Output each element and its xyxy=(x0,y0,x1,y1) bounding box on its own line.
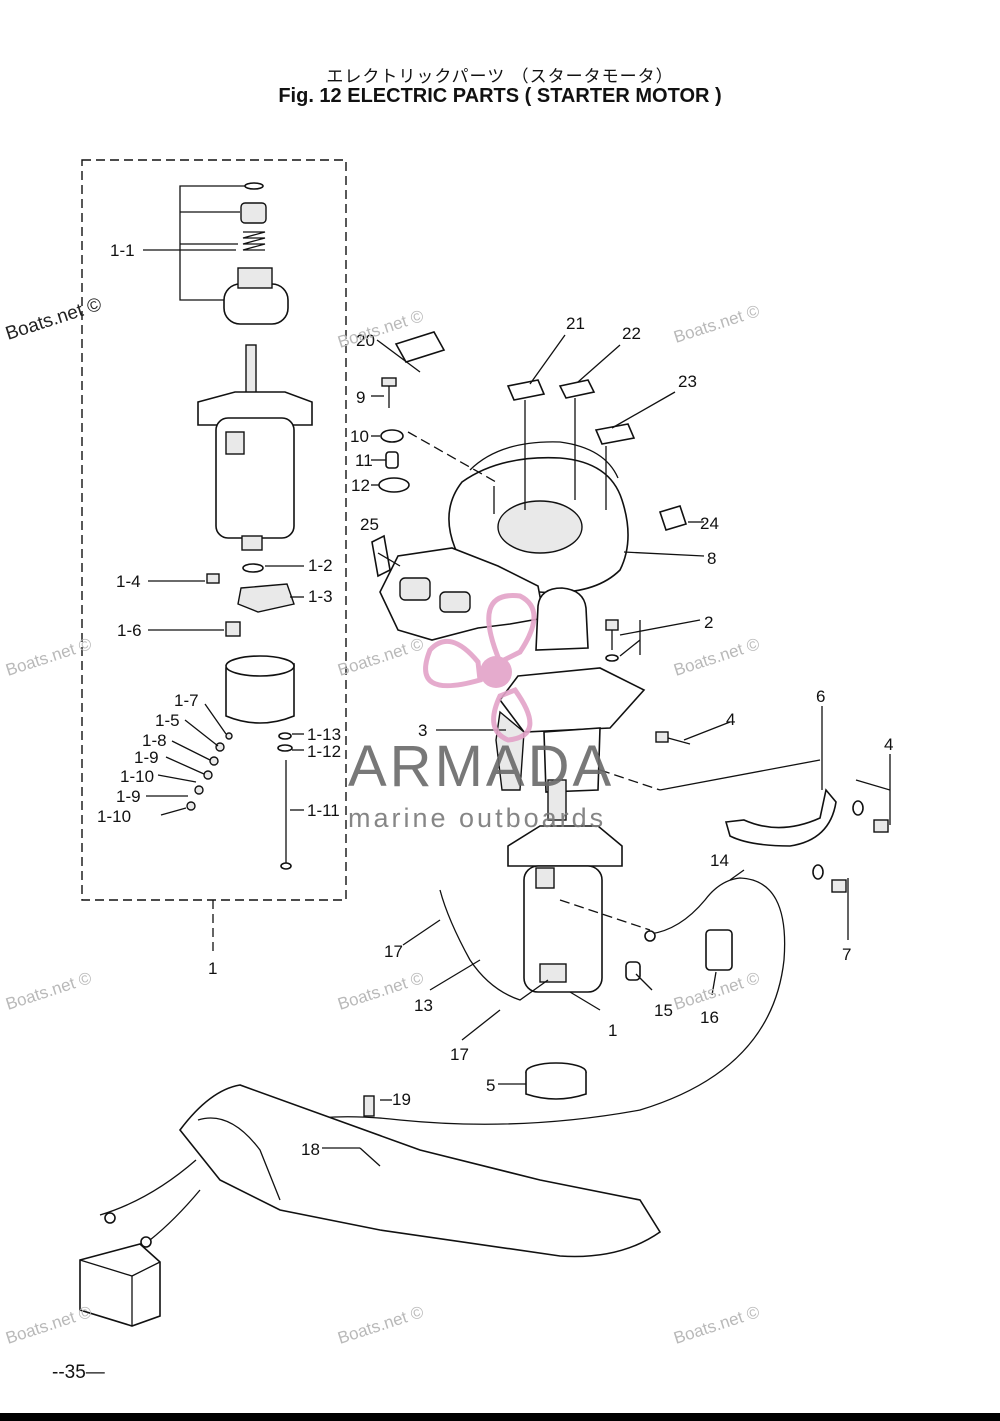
callout: 1-4 xyxy=(116,572,141,591)
callout: 4 xyxy=(884,735,893,754)
callout: 17 xyxy=(450,1045,469,1064)
callout: 1-8 xyxy=(142,731,167,750)
callout: 19 xyxy=(392,1090,411,1109)
watermark-text: Boats.net © xyxy=(335,968,426,1014)
sub-leader-lines xyxy=(143,249,304,816)
main-leader-lines xyxy=(322,334,891,1167)
callout: 24 xyxy=(700,514,719,533)
callout: 23 xyxy=(678,372,697,391)
callout: 12 xyxy=(351,476,370,495)
callout: 18 xyxy=(301,1140,320,1159)
lower-cowl xyxy=(99,1084,662,1258)
watermark-text: Boats.net © xyxy=(3,294,104,345)
callout: 11 xyxy=(355,451,373,470)
callout: 1-3 xyxy=(308,587,333,606)
watermark-text: Boats.net © xyxy=(335,1302,426,1348)
callout: 22 xyxy=(622,324,641,343)
callout: 1-7 xyxy=(174,691,199,710)
decals xyxy=(371,331,688,578)
cover-bracket xyxy=(379,547,545,641)
callout: 1-2 xyxy=(308,556,333,575)
battery xyxy=(79,1243,161,1327)
callout: 14 xyxy=(710,851,729,870)
watermark-text: Boats.net © xyxy=(3,968,94,1014)
callout: 1-5 xyxy=(155,711,180,730)
watermark-text: Boats.net © xyxy=(671,634,762,680)
callout: 2 xyxy=(704,613,713,632)
callout: 21 xyxy=(566,314,585,333)
logo-hub xyxy=(480,656,512,688)
main-callouts: 1 1 2 3 4 4 5 6 7 8 9 10 11 12 13 14 15 … xyxy=(208,314,893,1159)
callout: 17 xyxy=(384,942,403,961)
callout: 5 xyxy=(486,1076,495,1095)
callout: 9 xyxy=(356,388,365,407)
figure-title-japanese: エレクトリックパーツ （スタータモータ） xyxy=(326,67,674,87)
callout: 1-6 xyxy=(117,621,142,640)
callout: 1-10 xyxy=(97,807,131,826)
callout: 1 xyxy=(608,1021,617,1040)
callout: 15 xyxy=(654,1001,673,1020)
brand-name: ARMADA xyxy=(348,734,614,799)
sub-callouts: 1-1 1-2 1-3 1-4 1-5 1-6 1-7 1-8 1-9 1-10… xyxy=(97,241,341,826)
callout: 1-1 xyxy=(110,241,135,260)
wiring xyxy=(229,877,786,1141)
brand-tagline: marine outboards xyxy=(348,803,606,833)
callout: 1-13 xyxy=(307,725,341,744)
starter-band xyxy=(724,788,837,847)
callout: 1-12 xyxy=(307,742,341,761)
callout: 4 xyxy=(726,710,735,729)
starter-motor xyxy=(507,779,623,993)
callout: 1 xyxy=(208,959,217,978)
callout: 1-11 xyxy=(307,801,340,820)
callout: 3 xyxy=(418,721,427,740)
logo-blade xyxy=(423,639,483,689)
page-number: --35— xyxy=(52,1362,105,1383)
starter-bracket xyxy=(495,587,646,793)
propeller-logo-icon xyxy=(423,593,537,743)
callout: 25 xyxy=(360,515,379,534)
figure-title: Fig. 12 ELECTRIC PARTS ( STARTER MOTOR ) xyxy=(278,85,722,107)
watermark-text: Boats.net © xyxy=(671,1302,762,1348)
watermark-text: Boats.net © xyxy=(671,968,762,1014)
brand-watermark: ARMADA marine outboards xyxy=(348,593,614,833)
watermark-text: Boats.net © xyxy=(3,634,94,680)
callout: 20 xyxy=(356,331,375,350)
callout: 16 xyxy=(700,1008,719,1027)
callout: 10 xyxy=(350,427,369,446)
callout: 8 xyxy=(707,549,716,568)
watermark-text: Boats.net © xyxy=(3,1302,94,1348)
logo-blade xyxy=(486,593,537,666)
watermark-text: Boats.net © xyxy=(335,634,426,680)
callout: 1-9 xyxy=(116,787,141,806)
callout: 6 xyxy=(816,687,825,706)
callout: 7 xyxy=(842,945,851,964)
logo-blade xyxy=(491,686,533,743)
callout: 13 xyxy=(414,996,433,1015)
sub-assembly-box xyxy=(81,159,347,901)
watermark-text: Boats.net © xyxy=(671,301,762,347)
bottom-border xyxy=(0,1413,1000,1421)
callout: 1-10 xyxy=(120,767,154,786)
callout: 1-9 xyxy=(134,748,159,767)
small-parts xyxy=(363,377,889,1117)
starter-motor-exploded xyxy=(179,182,313,870)
